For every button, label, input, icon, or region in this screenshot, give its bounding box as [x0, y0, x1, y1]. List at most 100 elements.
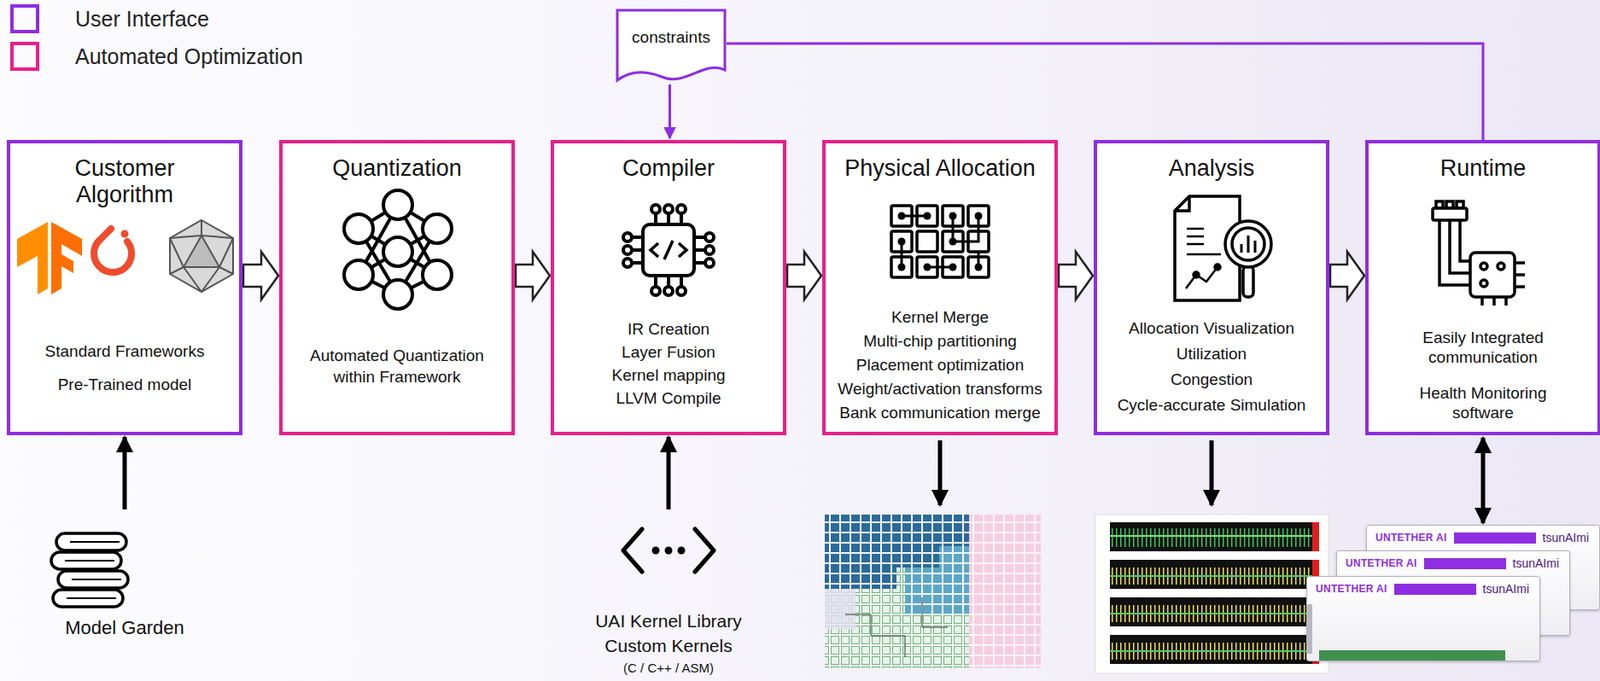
tensorflow-logo — [17, 221, 82, 295]
runtime-chip-icon — [1497, 262, 1505, 270]
allocation-map-image — [824, 589, 856, 631]
box-item: Allocation Visualization — [1099, 315, 1324, 342]
legend-swatch — [10, 4, 40, 34]
card-stripe — [1454, 532, 1536, 544]
box-item: Health Monitoring software — [1397, 383, 1569, 423]
connector-arrow — [122, 437, 128, 510]
pytorch-logo — [121, 230, 129, 239]
analysis-charts-image — [1109, 635, 1313, 665]
icon-caption: Model Garden — [34, 512, 216, 649]
allocation-map-image — [896, 546, 970, 615]
neural-net-icon — [383, 280, 413, 310]
allocation-map-image — [824, 514, 1041, 669]
box-fill — [1365, 140, 1600, 436]
legend: User InterfaceAutomated Optimization — [10, 0, 304, 76]
box-fill — [1093, 140, 1330, 436]
box-item: Kernel Merge — [827, 305, 1053, 330]
runtime-chip-icon — [1470, 252, 1515, 298]
box-body: IR CreationLayer FusionKernel mappingLLV… — [554, 317, 783, 410]
process-box: Customer AlgorithmStandard FrameworksPre… — [6, 140, 243, 436]
card-brand: UNTETHER AI — [1345, 557, 1418, 570]
card-model: tsunAImi — [1512, 556, 1560, 571]
box-item: Kernel mapping — [556, 363, 781, 387]
analysis-charts-image — [1109, 597, 1320, 627]
neural-net-icon — [422, 260, 452, 290]
pytorch-logo — [93, 228, 132, 273]
card-band: UNTETHER AI tsunAImi — [1337, 551, 1570, 571]
analysis-report-icon — [1241, 235, 1256, 253]
allocation-map-image — [824, 514, 1041, 669]
compiler-chip-icon — [664, 204, 673, 214]
box-fills — [6, 140, 1600, 436]
runtime-chip-icon — [1480, 280, 1488, 287]
placement-grid-icon — [898, 212, 906, 221]
box-body: Allocation VisualizationUtilizationConge… — [1097, 315, 1326, 419]
box-item: IR Creation — [556, 317, 781, 341]
box-body: Automated Quantization within Framework — [282, 344, 512, 388]
document-shape: constraints — [615, 8, 727, 82]
box-fill — [6, 140, 243, 436]
card-bracket — [1307, 604, 1313, 655]
analysis-charts-image — [1109, 522, 1320, 552]
legend-swatch — [10, 41, 40, 71]
legend-row: Automated Optimization — [10, 37, 304, 76]
code-brackets-icon — [652, 547, 660, 555]
analysis-report-icon — [1193, 272, 1199, 278]
analysis-charts-image — [1109, 560, 1320, 590]
flow-arrow — [1058, 251, 1093, 300]
runtime-chip-icon — [1439, 220, 1471, 286]
books-icon — [64, 542, 122, 599]
box-item: Standard Frameworks — [17, 341, 232, 362]
icon-caption: UAI Kernel LibraryCustom Kernels(C / C++… — [546, 512, 791, 680]
analysis-report-icon — [1214, 264, 1221, 270]
box-item: Pre-Trained model — [17, 374, 232, 395]
card-model: tsunAImi — [1483, 582, 1530, 596]
code-brackets-icon — [623, 529, 714, 573]
analysis-report-icon — [1174, 196, 1190, 211]
runtime-chip-icon — [1482, 262, 1525, 306]
analysis-charts-image — [1312, 522, 1320, 552]
process-box: QuantizationAutomated Quantization withi… — [279, 140, 515, 436]
neural-net-icon — [383, 190, 413, 220]
compiler-chip-icon — [677, 286, 686, 296]
legend-text: User Interface — [75, 6, 210, 32]
analysis-charts-image — [1109, 560, 1313, 590]
compiler-chip-icon — [631, 213, 706, 287]
analysis-report-icon — [1174, 196, 1272, 301]
placement-grid-icon — [923, 263, 932, 272]
neural-net-icon — [422, 214, 452, 244]
connector-arrow — [1481, 437, 1486, 524]
compiler-chip-icon — [664, 286, 673, 296]
box-title: Customer Algorithm — [39, 155, 211, 209]
analysis-report-icon — [1186, 228, 1221, 255]
box-body: Kernel MergeMulti-chip partitioningPlace… — [825, 305, 1055, 426]
runtime-chip-icon — [1432, 201, 1525, 306]
flow-arrow — [515, 251, 550, 300]
onnx-logo — [169, 220, 234, 292]
neural-net-icon — [344, 214, 374, 244]
box-title: Analysis — [1100, 155, 1323, 182]
box-item: Placement optimization — [827, 353, 1053, 378]
connector-arrow — [666, 437, 672, 510]
code-brackets-icon — [665, 547, 673, 555]
compiler-chip-icon — [623, 204, 714, 296]
output-arrows — [1209, 440, 1215, 506]
compiler-chip-icon — [651, 286, 660, 296]
box-fill — [279, 140, 515, 436]
compiler-chip-icon — [705, 258, 714, 268]
runtime-chip-icon — [1480, 262, 1488, 270]
tensorflow-logo — [51, 221, 82, 295]
box-fill — [822, 140, 1058, 436]
placement-grid-icon — [923, 212, 932, 221]
placement-grid-icon — [949, 212, 958, 221]
placement-grid-icon — [916, 231, 938, 252]
compiler-chip-icon — [651, 204, 660, 214]
placement-grid-icon — [891, 205, 989, 278]
analysis-charts-image — [1109, 522, 1313, 552]
pytorch-logo — [93, 228, 132, 273]
analysis-report-icon — [1225, 221, 1272, 268]
analysis-report-icon — [1232, 227, 1265, 261]
allocation-map-image — [824, 567, 970, 669]
runtime-chip-icon — [1432, 208, 1467, 221]
box-body: Easily Integrated communicationHealth Mo… — [1368, 327, 1598, 423]
